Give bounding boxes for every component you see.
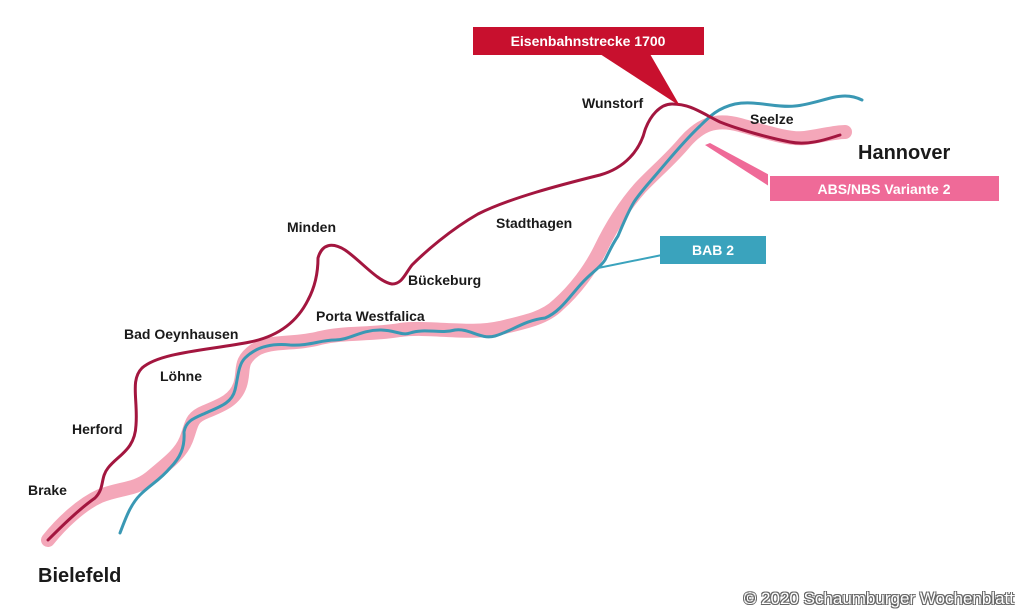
abs-callout-label: ABS/NBS Variante 2: [817, 181, 950, 197]
place-label-bueckeburg: Bückeburg: [408, 272, 481, 288]
place-label-wunstorf: Wunstorf: [582, 95, 644, 111]
rail-callout: Eisenbahnstrecke 1700: [473, 27, 704, 55]
place-label-minden: Minden: [287, 219, 336, 235]
place-label-herford: Herford: [72, 421, 123, 437]
rail-callout-pointer: [600, 54, 680, 106]
place-label-bad-oeynhausen: Bad Oeynhausen: [124, 326, 238, 342]
eisenbahnstrecke-1700-route: [46, 102, 842, 542]
place-label-bielefeld: Bielefeld: [38, 565, 121, 587]
bab-callout-label: BAB 2: [692, 242, 734, 258]
abs-callout: ABS/NBS Variante 2: [768, 174, 1001, 203]
place-label-porta-westfalica: Porta Westfalica: [316, 308, 425, 324]
rail-callout-label: Eisenbahnstrecke 1700: [511, 33, 666, 49]
place-label-stadthagen: Stadthagen: [496, 215, 572, 231]
bab-callout: BAB 2: [660, 236, 766, 264]
copyright-credit: © 2020 Schaumburger Wochenblatt: [743, 589, 1014, 608]
bab-callout-pointer: [597, 254, 663, 269]
abs-callout-pointer: [705, 143, 775, 190]
place-label-brake: Brake: [28, 482, 67, 498]
place-label-seelze: Seelze: [750, 111, 794, 127]
place-label-loehne: Löhne: [160, 368, 202, 384]
bab-2-route: [118, 94, 864, 535]
place-label-hannover: Hannover: [858, 142, 950, 164]
